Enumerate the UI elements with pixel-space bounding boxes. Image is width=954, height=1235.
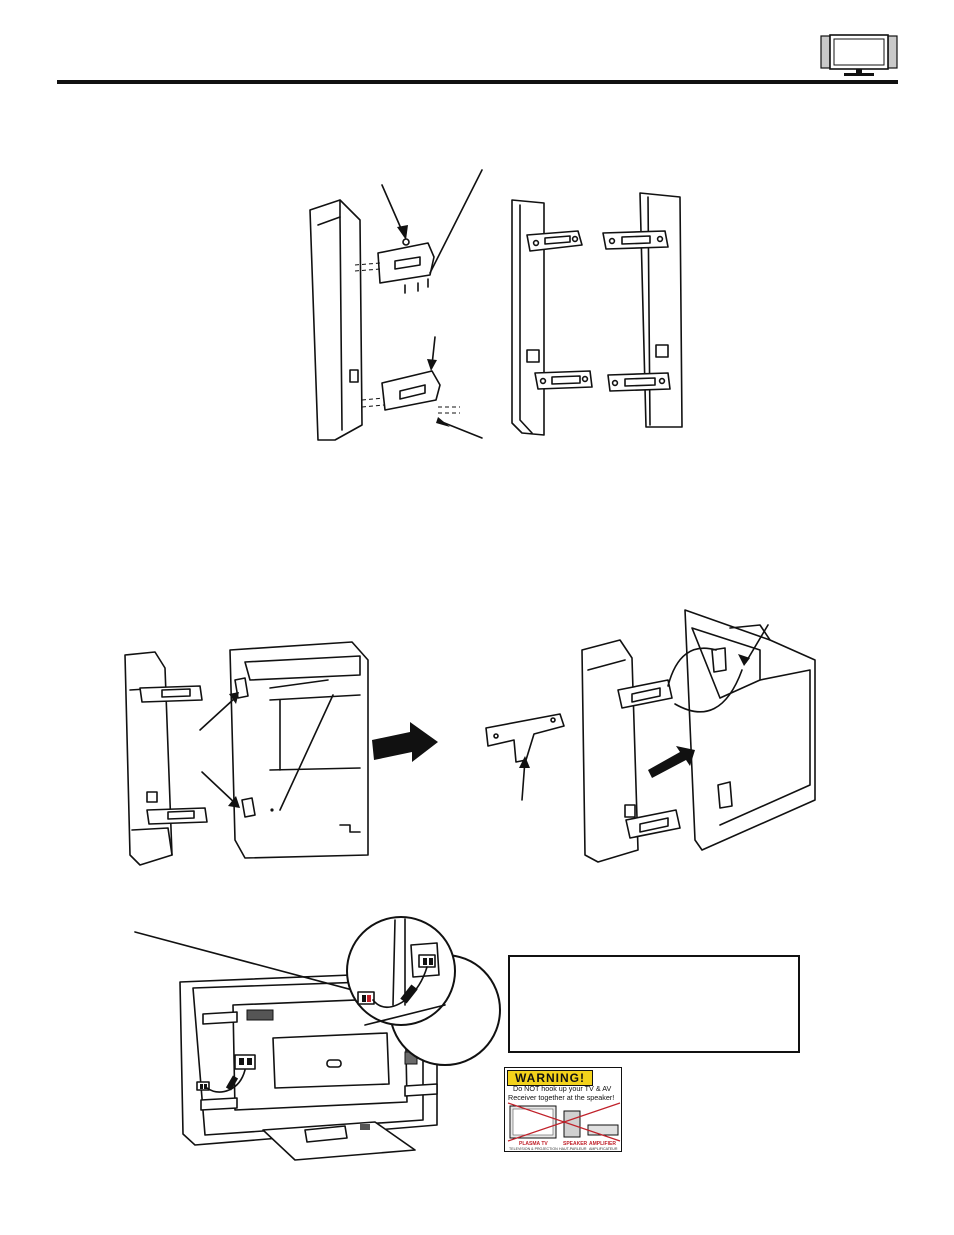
flat-tv-icon [820,34,898,76]
warning-title: WARNING! [507,1070,593,1086]
warning-sub-speaker: HAUT-PARLEUR [559,1147,587,1151]
warning-sub-tv: TELEVISION & PROJECTION [509,1147,558,1151]
warning-line-2: Receiver together at the speaker! [508,1093,615,1102]
warning-sub-amp: AMPLIFICATEUR [589,1147,618,1151]
magnified-terminal-detail [346,916,456,1026]
header-rule [57,80,898,84]
warning-diagram [507,1102,621,1142]
speaker-bracket-figure [309,169,683,441]
warning-label-speaker: SPEAKER [563,1141,588,1147]
warning-label-tv: PLASMA TV [519,1141,548,1147]
note-box [508,955,800,1053]
warning-line-1: Do NOT hook up your TV & AV [513,1084,612,1093]
warning-label-amp: AMPLIFIER [589,1141,616,1147]
warning-sticker: WARNING! Do NOT hook up your TV & AV Rec… [504,1067,622,1152]
speaker-mounting-figure [124,609,816,866]
